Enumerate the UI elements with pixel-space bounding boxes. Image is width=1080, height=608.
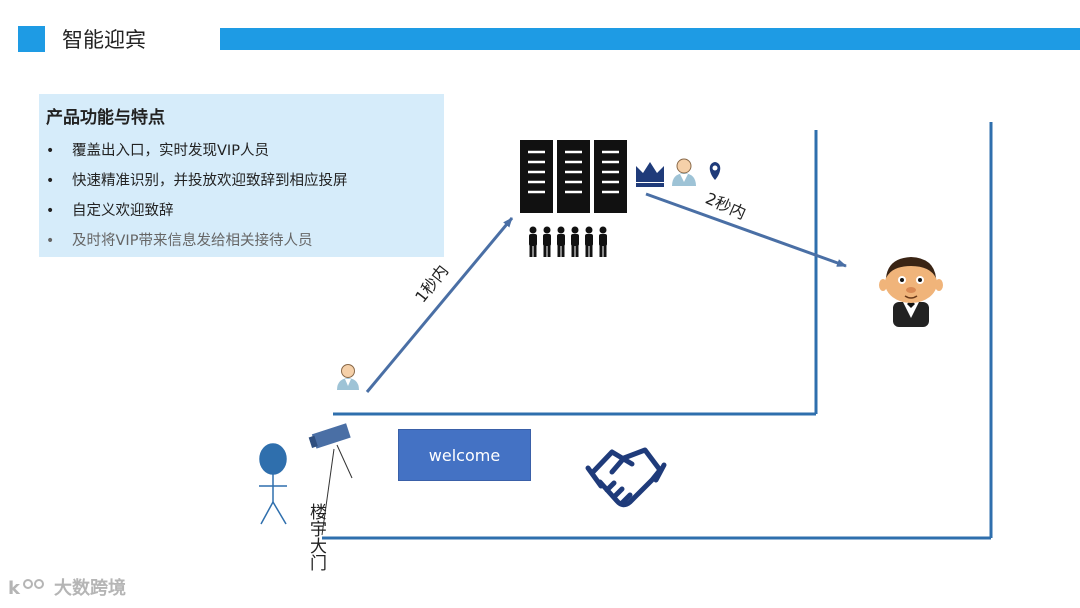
- welcome-screen: welcome: [398, 429, 531, 481]
- visitor-avatar-icon: [337, 364, 359, 390]
- page-title: 智能迎宾: [62, 28, 146, 52]
- header-accent-square: [18, 26, 45, 52]
- visitor-figure-icon: [259, 443, 287, 525]
- camera-icon: [308, 423, 353, 536]
- gate-label: 楼宇大门: [306, 503, 326, 571]
- location-pin-icon: [709, 162, 721, 180]
- server-rack-icon: [520, 140, 627, 213]
- vip-avatar-icon: [672, 158, 696, 186]
- crown-icon: [636, 162, 664, 187]
- building-walls: [322, 122, 993, 540]
- watermark-text: 大数跨境: [54, 578, 126, 599]
- receptionist-icon: [879, 257, 943, 327]
- header-accent-bar: [220, 28, 1080, 50]
- feature-item: 覆盖出入口，实时发现VIP人员: [39, 136, 348, 166]
- features-list: 覆盖出入口，实时发现VIP人员 快速精准识别，并投放欢迎致辞到相应投屏 自定义欢…: [39, 136, 348, 256]
- handshake-icon: [585, 447, 667, 508]
- watermark: k 大数跨境: [8, 574, 126, 600]
- svg-text:k: k: [8, 578, 21, 598]
- features-title: 产品功能与特点: [46, 108, 165, 128]
- feature-item: 及时将VIP带来信息发给相关接待人员: [39, 226, 348, 256]
- arrow-to-receptionist: [645, 192, 847, 268]
- arrow-to-server: [365, 217, 514, 393]
- people-group-icon: [529, 226, 607, 257]
- feature-item: 自定义欢迎致辞: [39, 196, 348, 226]
- features-panel: 产品功能与特点 覆盖出入口，实时发现VIP人员 快速精准识别，并投放欢迎致辞到相…: [39, 94, 444, 257]
- welcome-text: welcome: [428, 445, 501, 465]
- watermark-logo-icon: k: [8, 578, 44, 598]
- feature-item: 快速精准识别，并投放欢迎致辞到相应投屏: [39, 166, 348, 196]
